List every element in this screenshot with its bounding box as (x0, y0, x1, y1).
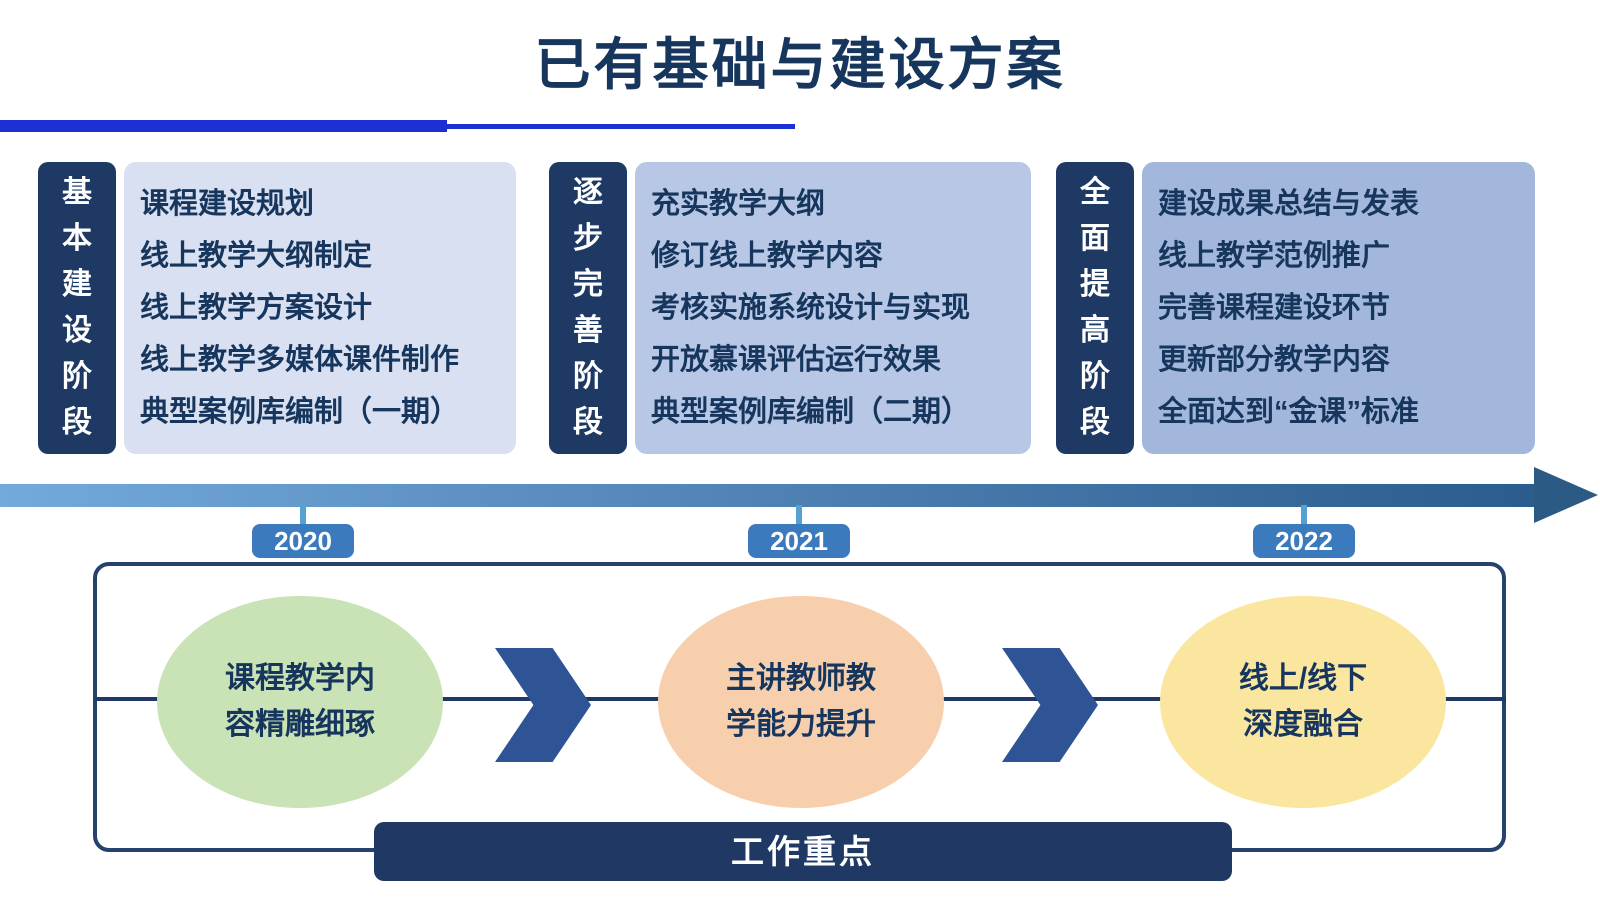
phase-2-item: 修订线上教学内容 (651, 240, 884, 272)
phase-3-item: 全面达到“金课”标准 (1158, 396, 1420, 428)
title-underline-thick (0, 120, 447, 132)
timeline-arrow-bar (0, 484, 1537, 507)
phase-2-item: 典型案例库编制（二期） (651, 396, 971, 428)
focus-step-3-line2: 深度融合 (1243, 708, 1363, 741)
focus-step-3-ellipse: 线上/线下 深度融合 (1160, 596, 1446, 808)
phase-3-item: 更新部分教学内容 (1158, 344, 1391, 376)
timeline-tick (796, 505, 802, 524)
focus-step-1-ellipse: 课程教学内 容精雕细琢 (157, 596, 443, 808)
timeline-tick (1301, 505, 1307, 524)
focus-step-2-line1: 主讲教师教 (726, 662, 876, 695)
focus-step-2-line2: 学能力提升 (726, 708, 876, 741)
phase-2-label-text: 逐步完善阶段 (573, 176, 603, 439)
work-focus-title-bar: 工作重点 (374, 822, 1232, 881)
page-title: 已有基础与建设方案 (534, 33, 1066, 96)
phase-2-item: 充实教学大纲 (651, 188, 826, 220)
timeline-arrowhead-icon (1534, 467, 1598, 523)
phase-3-item: 建设成果总结与发表 (1158, 188, 1420, 220)
phase-1-item: 线上教学大纲制定 (140, 240, 373, 272)
phase-3-content: 建设成果总结与发表 线上教学范例推广 完善课程建设环节 更新部分教学内容 全面达… (1142, 162, 1535, 454)
focus-step-3-line1: 线上/线下 (1238, 662, 1368, 695)
phase-1-item: 线上教学方案设计 (140, 292, 373, 324)
year-badge-2022: 2022 (1253, 524, 1355, 558)
focus-step-2-ellipse: 主讲教师教 学能力提升 (658, 596, 944, 808)
phase-3-item: 线上教学范例推广 (1158, 240, 1391, 272)
year-badge-2021: 2021 (748, 524, 850, 558)
phase-3-item: 完善课程建设环节 (1158, 292, 1391, 324)
phase-1-label-text: 基本建设阶段 (62, 176, 92, 439)
phase-1-item: 线上教学多媒体课件制作 (140, 344, 460, 376)
phase-1-label: 基本建设阶段 (38, 162, 116, 454)
year-badge-2020: 2020 (252, 524, 354, 558)
title-underline-thin (447, 124, 795, 129)
timeline-tick (300, 505, 306, 524)
phase-2-label: 逐步完善阶段 (549, 162, 627, 454)
focus-step-1-line2: 容精雕细琢 (225, 708, 375, 741)
phase-3-label-text: 全面提高阶段 (1080, 176, 1110, 439)
phase-1-item: 典型案例库编制（一期） (140, 396, 460, 428)
focus-step-1-line1: 课程教学内 (225, 662, 375, 695)
phase-1-item: 课程建设规划 (140, 188, 315, 220)
phase-2-content: 充实教学大纲 修订线上教学内容 考核实施系统设计与实现 开放慕课评估运行效果 典… (635, 162, 1031, 454)
phase-1-content: 课程建设规划 线上教学大纲制定 线上教学方案设计 线上教学多媒体课件制作 典型案… (124, 162, 516, 454)
phase-3-label: 全面提高阶段 (1056, 162, 1134, 454)
phase-2-item: 考核实施系统设计与实现 (651, 292, 971, 324)
phase-2-item: 开放慕课评估运行效果 (651, 344, 942, 376)
